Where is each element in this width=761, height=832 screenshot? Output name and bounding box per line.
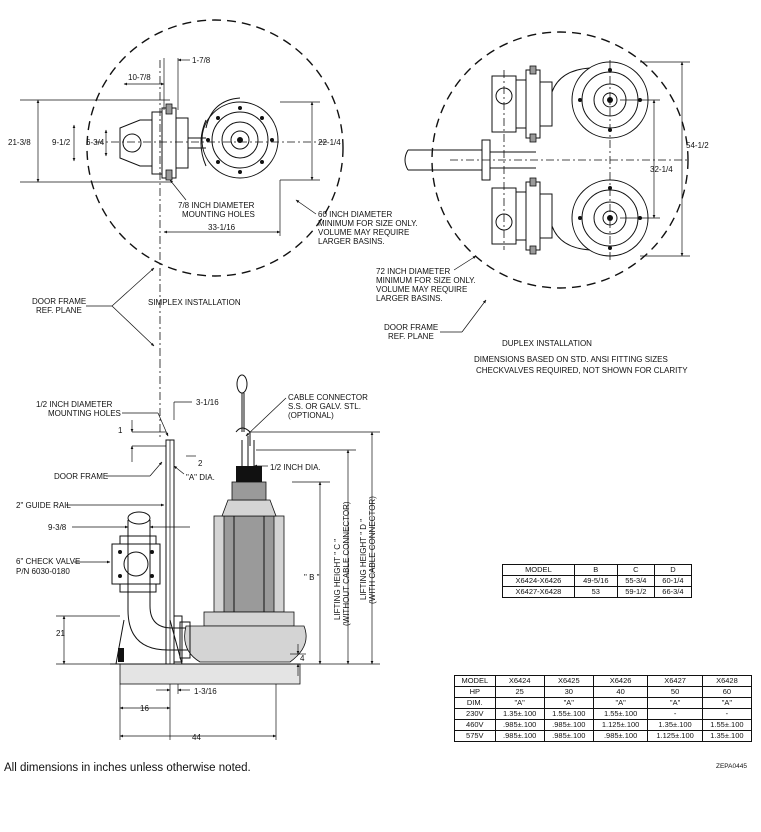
- elevation-view: 1/2 INCH DIAMETER MOUNTING HOLES 3-1/16 …: [16, 360, 380, 742]
- dim-44: 44: [192, 733, 201, 742]
- model-dimension-table: MODEL B C D X6424-X6426 49-5/16 55-3/4 6…: [502, 564, 693, 598]
- duplex-lower-unit: [491, 177, 649, 257]
- svg-text:LARGER BASINS.: LARGER BASINS.: [318, 237, 385, 246]
- dim-4: 4: [300, 654, 305, 663]
- duplex-door-frame-label: DOOR FRAME: [384, 323, 438, 332]
- dim-54-1-2: 54-1/2: [686, 141, 709, 150]
- svg-text:MINIMUM FOR SIZE ONLY.: MINIMUM FOR SIZE ONLY.: [376, 276, 476, 285]
- svg-text:VOLUME MAY REQUIRE: VOLUME MAY REQUIRE: [318, 228, 409, 237]
- dim-b: " B ": [304, 573, 320, 582]
- dim-16: 16: [140, 704, 149, 713]
- duplex-plan-view: 54-1/2 32-1/4 72 INCH DIAMETER MINIMUM F…: [376, 31, 709, 375]
- pump-body: [179, 436, 307, 663]
- a-dia-label: "A" DIA.: [186, 473, 215, 482]
- guide-rail-label: 2" GUIDE RAIL: [16, 501, 71, 510]
- svg-text:(OPTIONAL): (OPTIONAL): [288, 411, 334, 420]
- table-row: X6424-X6426 49-5/16 55-3/4 60-1/4: [502, 575, 693, 587]
- svg-text:P/N 6030-0180: P/N 6030-0180: [16, 567, 70, 576]
- dim-1-3-16: 1-3/16: [194, 687, 217, 696]
- table-row: DIM."A""A""A""A""A": [454, 697, 753, 709]
- svg-text:(WITHOUT CABLE CONNECTOR): (WITHOUT CABLE CONNECTOR): [342, 501, 351, 626]
- simplex-basin-note: 60 INCH DIAMETER: [318, 210, 392, 219]
- svg-text:LARGER BASINS.: LARGER BASINS.: [376, 294, 443, 303]
- half-inch-dia-label: 1/2 INCH DIA.: [270, 463, 321, 472]
- dim-22-1-4: 22-1/4: [318, 138, 341, 147]
- simplex-plan-view: 1-7/8 10-7/8 21-3/8 9-1/2 6-3/4 22-1/4 3…: [8, 19, 418, 360]
- duplex-upper-unit: [491, 61, 649, 143]
- svg-text:(WITH CABLE CONNECTOR): (WITH CABLE CONNECTOR): [368, 496, 377, 604]
- dim-2: 2: [198, 459, 203, 468]
- elev-mounting-holes-label: 1/2 INCH DIAMETER: [36, 400, 113, 409]
- dim-1: 1: [118, 426, 123, 435]
- dim-33-1-16: 33-1/16: [208, 223, 236, 232]
- check-valve-label: 6" CHECK VALVE: [16, 557, 80, 566]
- duplex-note-2: CHECKVALVES REQUIRED, NOT SHOWN FOR CLAR…: [476, 366, 688, 375]
- dim-21-3-8: 21-3/8: [8, 138, 31, 147]
- dim-32-1-4: 32-1/4: [650, 165, 673, 174]
- simplex-basin-outline: [86, 19, 344, 277]
- dim-3-1-16: 3-1/16: [196, 398, 219, 407]
- dim-6-3-4: 6-3/4: [86, 138, 105, 147]
- dim-9-1-2: 9-1/2: [52, 138, 71, 147]
- dim-9-3-8: 9-3/8: [48, 523, 67, 532]
- svg-text:MOUNTING HOLES: MOUNTING HOLES: [182, 210, 255, 219]
- svg-text:REF. PLANE: REF. PLANE: [36, 306, 82, 315]
- dim-1-7-8: 1-7/8: [192, 56, 211, 65]
- duplex-basin-outline: [431, 31, 689, 289]
- duplex-basin-note: 72 INCH DIAMETER: [376, 267, 450, 276]
- svg-text:MINIMUM FOR SIZE ONLY.: MINIMUM FOR SIZE ONLY.: [318, 219, 418, 228]
- simplex-pump-volute: [201, 97, 279, 179]
- duplex-title: DUPLEX INSTALLATION: [502, 339, 592, 348]
- lifting-height-c: LIFTING HEIGHT " C ": [333, 539, 342, 620]
- cable-connector-label: CABLE CONNECTOR: [288, 393, 368, 402]
- drawing-id: ZEPA0445: [716, 763, 747, 770]
- dim-21: 21: [56, 629, 65, 638]
- lifting-height-d: LIFTING HEIGHT " D ": [359, 519, 368, 600]
- basin-floor: [119, 663, 301, 685]
- mounting-holes-label: 7/8 INCH DIAMETER: [178, 201, 255, 210]
- table-row: X6427-X6428 53 59-1/2 66-3/4: [502, 586, 693, 598]
- discharge-elbow: [111, 511, 196, 665]
- lifting-cable: [235, 374, 251, 446]
- simplex-title: SIMPLEX INSTALLATION: [148, 298, 241, 307]
- table-row: MODEL B C D: [502, 564, 693, 576]
- svg-text:VOLUME MAY REQUIRE: VOLUME MAY REQUIRE: [376, 285, 467, 294]
- door-frame-label: DOOR FRAME: [54, 472, 108, 481]
- dim-10-7-8: 10-7/8: [128, 73, 151, 82]
- svg-text:REF. PLANE: REF. PLANE: [388, 332, 434, 341]
- duplex-note-1: DIMENSIONS BASED ON STD. ANSI FITTING SI…: [474, 355, 668, 364]
- simplex-door-frame-label: DOOR FRAME: [32, 297, 86, 306]
- svg-text:MOUNTING HOLES: MOUNTING HOLES: [48, 409, 121, 418]
- footnote: All dimensions in inches unless otherwis…: [4, 762, 251, 774]
- simplex-discharge-assembly: [119, 103, 207, 181]
- svg-text:S.S. OR GALV. STL.: S.S. OR GALV. STL.: [288, 402, 361, 411]
